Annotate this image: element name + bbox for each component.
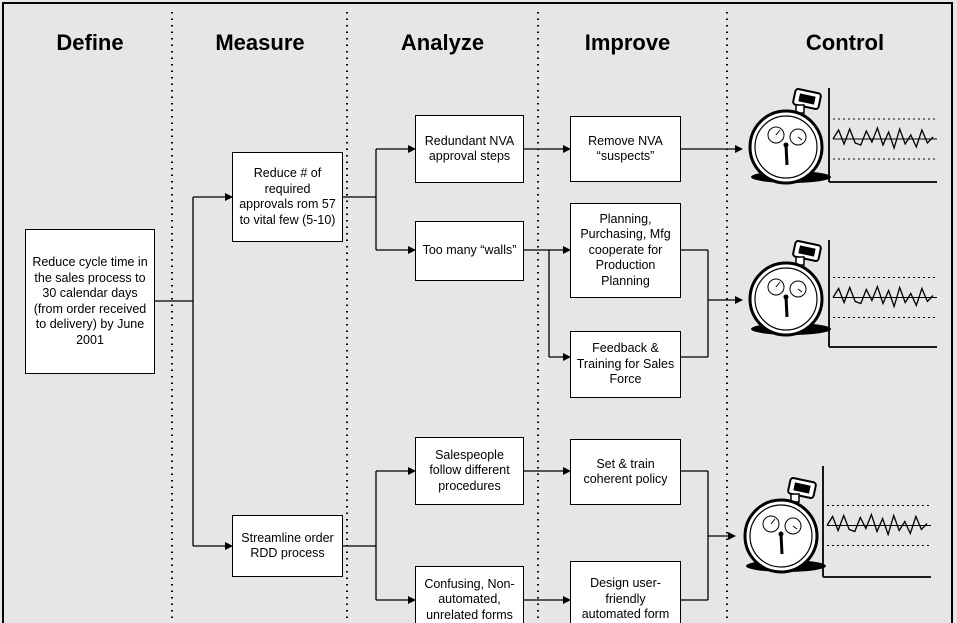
connectors <box>155 145 743 604</box>
define-goal-box: Reduce cycle time in the sales process t… <box>25 229 155 374</box>
improve-planning-text: Planning, Purchasing, Mfg cooperate for … <box>580 211 671 288</box>
analyze-redundant-box: Redundant NVA approval steps <box>415 115 524 183</box>
analyze-forms-text: Confusing, Non-automated, unrelated form… <box>424 576 515 622</box>
analyze-salespeople-text: Salespeople follow different procedures <box>429 447 510 493</box>
analyze-walls-box: Too many “walls” <box>415 221 524 281</box>
control-stopwatch-chart-1 <box>748 88 937 185</box>
control-chart-icon <box>828 88 937 183</box>
measure-streamline-text: Streamline order RDD process <box>241 530 334 561</box>
phase-improve: Improve <box>584 30 671 55</box>
phase-analyze: Analyze <box>400 30 485 55</box>
measure-streamline-box: Streamline order RDD process <box>232 515 343 577</box>
define-goal-text: Reduce cycle time in the sales process t… <box>32 255 148 347</box>
stopwatch-icon <box>748 88 831 185</box>
control-stopwatch-chart-3 <box>743 466 931 578</box>
control-chart-icon <box>822 466 931 578</box>
measure-approvals-box: Reduce # of required approvals rom 57 to… <box>232 152 343 242</box>
analyze-forms-box: Confusing, Non-automated, unrelated form… <box>415 566 524 623</box>
analyze-walls-text: Too many “walls” <box>422 243 517 258</box>
improve-remove-nva-text: Remove NVA “suspects” <box>588 133 663 164</box>
improve-policy-box: Set & train coherent policy <box>570 439 681 505</box>
improve-design-form-box: Design user-friendly automated form <box>570 561 681 623</box>
stopwatch-icon <box>743 477 826 574</box>
improve-planning-box: Planning, Purchasing, Mfg cooperate for … <box>570 203 681 298</box>
measure-approvals-text: Reduce # of required approvals rom 57 to… <box>239 166 336 227</box>
improve-feedback-text: Feedback & Training for Sales Force <box>576 341 675 387</box>
improve-remove-nva-box: Remove NVA “suspects” <box>570 116 681 182</box>
improve-feedback-box: Feedback & Training for Sales Force <box>570 331 681 398</box>
phase-dividers <box>171 12 728 623</box>
phase-control: Control <box>805 30 885 55</box>
phase-define: Define <box>56 30 124 55</box>
analyze-salespeople-box: Salespeople follow different procedures <box>415 437 524 505</box>
improve-policy-text: Set & train coherent policy <box>583 456 668 487</box>
control-stopwatch-chart-2 <box>748 240 937 348</box>
analyze-redundant-text: Redundant NVA approval steps <box>424 133 515 164</box>
improve-design-form-text: Design user-friendly automated form <box>581 576 670 622</box>
phase-measure: Measure <box>215 30 305 55</box>
stopwatch-icon <box>748 240 831 337</box>
control-chart-icon <box>828 240 937 348</box>
